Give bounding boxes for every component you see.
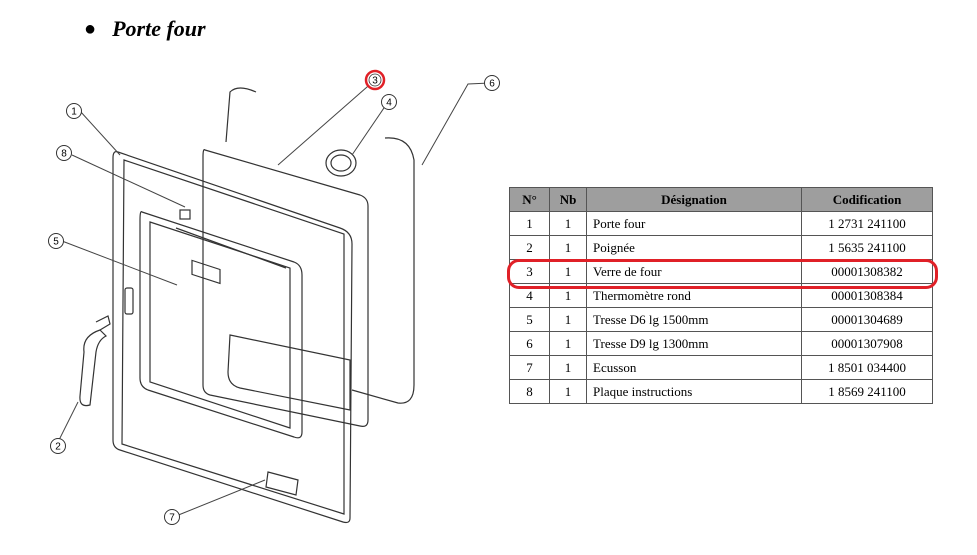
row-code: 1 8501 034400 — [801, 355, 933, 380]
row-designation: Porte four — [586, 211, 802, 236]
row-designation: Verre de four — [586, 259, 802, 284]
row-number: 5 — [509, 307, 550, 332]
table-row: 8 1 Plaque instructions 1 8569 241100 — [509, 379, 933, 404]
header-quantity: Nb — [549, 187, 587, 212]
table-row: 5 1 Tresse D6 lg 1500mm 00001304689 — [509, 307, 933, 332]
callout-5-label: 5 — [53, 237, 59, 248]
table-row-highlighted: 3 1 Verre de four 00001308382 — [509, 259, 933, 284]
callout-3-label: 3 — [372, 76, 378, 87]
row-designation: Thermomètre rond — [586, 283, 802, 308]
callout-4-label: 4 — [386, 98, 392, 109]
callout-7-label: 7 — [169, 513, 175, 524]
callout-2-label: 2 — [55, 442, 61, 453]
row-number: 8 — [509, 379, 550, 404]
instruction-plate — [191, 259, 221, 285]
row-quantity: 1 — [549, 331, 587, 356]
glass-inner-outline — [227, 334, 351, 411]
table-row: 2 1 Poignée 1 5635 241100 — [509, 235, 933, 260]
callout-6-label: 6 — [489, 79, 495, 90]
bullet-icon: ● — [84, 17, 97, 40]
row-code: 00001308384 — [801, 283, 933, 308]
table-row: 4 1 Thermomètre rond 00001308384 — [509, 283, 933, 308]
row-designation: Tresse D6 lg 1500mm — [586, 307, 802, 332]
door-window — [139, 211, 303, 439]
row-designation: Poignée — [586, 235, 802, 260]
row-number: 7 — [509, 355, 550, 380]
row-quantity: 1 — [549, 211, 587, 236]
row-quantity: 1 — [549, 259, 587, 284]
table-header-row: N° Nb Désignation Codification — [509, 187, 933, 212]
row-quantity: 1 — [549, 235, 587, 260]
section-heading: ● Porte four — [84, 16, 206, 42]
row-code: 1 2731 241100 — [801, 211, 933, 236]
row-code: 00001304689 — [801, 307, 933, 332]
row-number: 6 — [509, 331, 550, 356]
badge-emblem — [265, 471, 299, 496]
callout-2: 2 — [50, 438, 66, 454]
row-quantity: 1 — [549, 283, 587, 308]
callout-8: 8 — [56, 145, 72, 161]
callout-1: 1 — [66, 103, 82, 119]
oven-door-frame — [112, 151, 353, 524]
row-code: 00001308382 — [801, 259, 933, 284]
callout-4: 4 — [381, 94, 397, 110]
callout-6: 6 — [484, 75, 500, 91]
header-designation: Désignation — [586, 187, 802, 212]
header-codification: Codification — [801, 187, 933, 212]
table-row: 1 1 Porte four 1 2731 241100 — [509, 211, 933, 236]
braid-top-piece — [225, 87, 257, 143]
callout-7: 7 — [164, 509, 180, 525]
row-code: 00001307908 — [801, 331, 933, 356]
row-number: 3 — [509, 259, 550, 284]
row-number: 4 — [509, 283, 550, 308]
braid-gasket-d9 — [351, 137, 415, 404]
row-designation: Plaque instructions — [586, 379, 802, 404]
callout-3: 3 — [364, 69, 386, 91]
row-quantity: 1 — [549, 379, 587, 404]
row-designation: Tresse D9 lg 1300mm — [586, 331, 802, 356]
table-row: 7 1 Ecusson 1 8501 034400 — [509, 355, 933, 380]
callout-5: 5 — [48, 233, 64, 249]
row-quantity: 1 — [549, 307, 587, 332]
round-thermometer — [325, 149, 357, 177]
row-code: 1 5635 241100 — [801, 235, 933, 260]
row-code: 1 8569 241100 — [801, 379, 933, 404]
parts-table: N° Nb Désignation Codification 1 1 Porte… — [509, 187, 933, 404]
table-row: 6 1 Tresse D9 lg 1300mm 00001307908 — [509, 331, 933, 356]
row-quantity: 1 — [549, 355, 587, 380]
row-number: 2 — [509, 235, 550, 260]
header-number: N° — [509, 187, 550, 212]
row-number: 1 — [509, 211, 550, 236]
callout-1-label: 1 — [71, 107, 77, 118]
oven-glass-panel — [202, 149, 369, 427]
section-title: Porte four — [112, 16, 206, 41]
callout-8-label: 8 — [61, 149, 67, 160]
door-handle — [79, 329, 108, 407]
row-designation: Ecusson — [586, 355, 802, 380]
